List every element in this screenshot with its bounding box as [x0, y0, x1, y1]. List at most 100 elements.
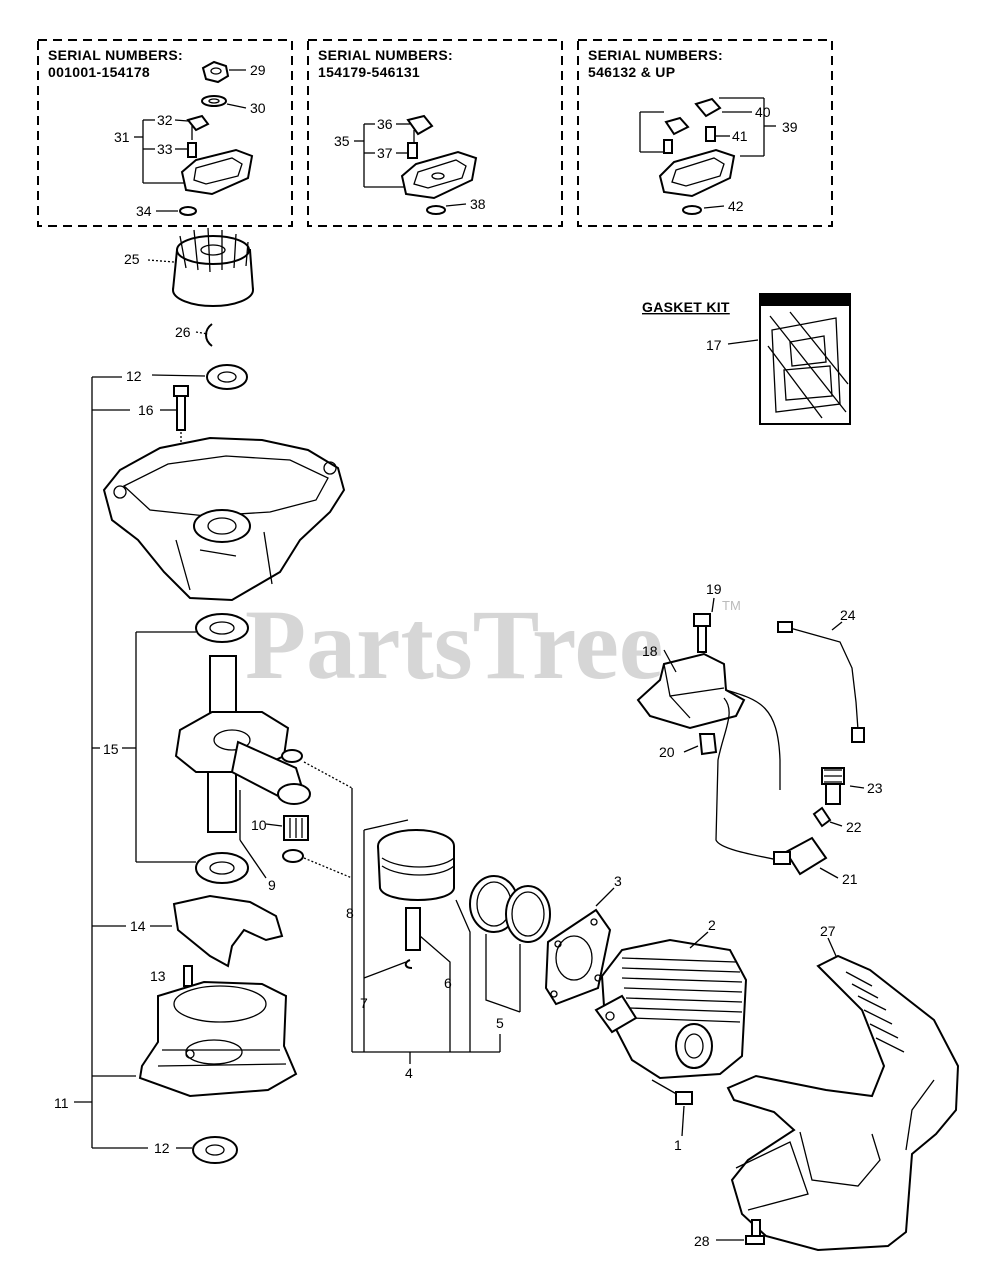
part-piston-pin[interactable]	[405, 907, 421, 951]
part-knob[interactable]	[186, 114, 210, 132]
callout-35: 35	[334, 133, 350, 149]
part-screw-41[interactable]	[705, 126, 716, 142]
callout-12-top: 12	[126, 368, 142, 384]
callout-3: 3	[614, 873, 622, 889]
callout-23: 23	[867, 780, 883, 796]
part-spark-plug-cap[interactable]	[773, 836, 828, 876]
callout-38: 38	[470, 196, 486, 212]
callout-36: 36	[377, 116, 393, 132]
part-crankcase-upper[interactable]	[102, 436, 346, 602]
callout-33: 33	[157, 141, 173, 157]
part-nut[interactable]	[201, 60, 230, 84]
part-thrust-washer-top[interactable]	[281, 749, 303, 763]
callout-18: 18	[642, 643, 658, 659]
part-flywheel[interactable]	[172, 227, 254, 307]
callout-16: 16	[138, 402, 154, 418]
part-clip[interactable]	[205, 323, 213, 347]
part-crankcase-gasket[interactable]	[172, 894, 284, 968]
part-bearing-bottom[interactable]	[195, 852, 249, 884]
callout-11: 11	[54, 1095, 69, 1111]
part-clip-bottom[interactable]	[404, 959, 413, 969]
callout-2: 2	[708, 917, 716, 933]
callout-39: 39	[782, 119, 798, 135]
part-dowel-pin[interactable]	[183, 965, 193, 987]
callout-7: 7	[360, 995, 368, 1011]
part-knob[interactable]	[406, 114, 434, 136]
callout-34: 34	[136, 203, 152, 219]
part-connecting-rod[interactable]	[230, 740, 311, 805]
callout-8: 8	[346, 905, 354, 921]
part-ground-wire[interactable]	[777, 621, 865, 743]
part-bolt[interactable]	[173, 385, 189, 431]
part-oil-seal-top[interactable]	[206, 364, 248, 390]
part-thrust-washer-bottom[interactable]	[282, 849, 304, 863]
callout-26: 26	[175, 324, 191, 340]
callout-30: 30	[250, 100, 266, 116]
serial-box-3-title: SERIAL NUMBERS:	[588, 47, 723, 63]
part-bearing-top[interactable]	[195, 613, 249, 643]
callout-27: 27	[820, 923, 836, 939]
part-screw[interactable]	[407, 142, 418, 159]
callout-15: 15	[103, 741, 119, 757]
callout-9: 9	[268, 877, 276, 893]
part-small-washer[interactable]	[179, 206, 197, 216]
callout-41: 41	[732, 128, 748, 144]
part-piston-ring-2[interactable]	[505, 885, 551, 943]
callout-21: 21	[842, 871, 858, 887]
serial-box-2: SERIAL NUMBERS: 154179-546131	[307, 39, 563, 227]
part-cover[interactable]	[658, 148, 736, 198]
part-grommet[interactable]	[698, 733, 718, 756]
part-spark-plug[interactable]	[821, 767, 845, 805]
serial-box-3-range: 546132 & UP	[588, 64, 675, 80]
callout-13: 13	[150, 968, 166, 984]
callout-31: 31	[114, 129, 130, 145]
part-cylinder-gasket[interactable]	[544, 908, 612, 1006]
part-ignition-coil[interactable]	[636, 652, 789, 863]
watermark-text: PartsTree	[245, 589, 663, 700]
callout-4: 4	[405, 1065, 413, 1081]
callout-25: 25	[124, 251, 140, 267]
serial-box-2-range: 154179-546131	[318, 64, 420, 80]
callout-28: 28	[694, 1233, 710, 1249]
part-needle-bearing[interactable]	[283, 815, 309, 841]
serial-box-2-title: SERIAL NUMBERS:	[318, 47, 453, 63]
serial-box-1-title: SERIAL NUMBERS:	[48, 47, 183, 63]
callout-5: 5	[496, 1015, 504, 1031]
part-knob-40[interactable]	[694, 97, 722, 118]
callout-42: 42	[728, 198, 744, 214]
part-spring[interactable]	[812, 806, 832, 828]
watermark-tm: TM	[722, 598, 741, 613]
part-screw[interactable]	[187, 142, 197, 158]
callout-29: 29	[250, 62, 266, 78]
gasket-kit: GASKET KIT	[642, 293, 851, 425]
callout-14: 14	[130, 918, 146, 934]
callout-32: 32	[157, 112, 173, 128]
part-small-washer[interactable]	[682, 205, 702, 215]
part-small-washer[interactable]	[426, 205, 446, 215]
callout-1: 1	[674, 1137, 682, 1153]
callout-12-bottom: 12	[154, 1140, 170, 1156]
callout-6: 6	[444, 975, 452, 991]
callout-10: 10	[251, 817, 267, 833]
part-cylinder[interactable]	[594, 938, 748, 1080]
part-washer[interactable]	[201, 95, 227, 107]
callout-17: 17	[706, 337, 722, 353]
callout-24: 24	[840, 607, 856, 623]
part-oil-seal-bottom[interactable]	[192, 1136, 238, 1164]
callout-37: 37	[377, 145, 393, 161]
part-piston[interactable]	[377, 829, 455, 901]
serial-box-1-range: 001001-154178	[48, 64, 150, 80]
part-cylinder-bolt[interactable]	[651, 1079, 693, 1105]
part-crankcase-lower[interactable]	[138, 980, 298, 1098]
part-cover-screw[interactable]	[745, 1219, 765, 1245]
part-knob-alt[interactable]	[664, 116, 690, 136]
callout-19: 19	[706, 581, 722, 597]
part-screw-alt[interactable]	[663, 139, 673, 154]
part-engine-cover[interactable]	[726, 954, 960, 1252]
part-ignition-bolt[interactable]	[693, 613, 711, 653]
callout-40: 40	[755, 104, 771, 120]
gasket-kit-title: GASKET KIT	[642, 299, 730, 315]
callout-22: 22	[846, 819, 862, 835]
part-cover[interactable]	[180, 148, 254, 196]
